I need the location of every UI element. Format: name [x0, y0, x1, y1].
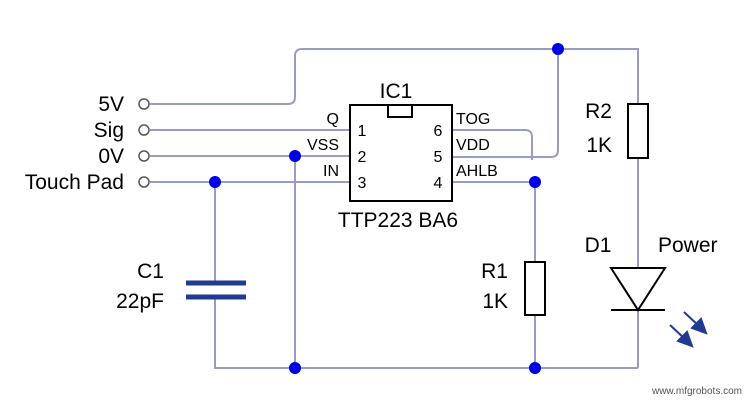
ic-pin-name-vss: VSS [307, 137, 339, 154]
junction-dot [529, 362, 541, 374]
wire-vdd-pin [452, 49, 559, 158]
ic-pin-name-tog: TOG [456, 111, 490, 128]
ic-part-label: TTP223 BA6 [338, 209, 458, 232]
led-ref-label: D1 [585, 234, 612, 257]
ic-notch [387, 104, 413, 118]
wire-cap-bottom [214, 297, 638, 369]
wire-ahlb [452, 181, 536, 262]
capacitor-c1: C1 22pF [116, 260, 246, 313]
wire-vdd-rail [558, 48, 639, 104]
terminal-touch-pad [138, 176, 150, 188]
ic-pin-number-6: 6 [434, 123, 443, 140]
ic-pin-name-q: Q [327, 111, 339, 128]
ic1: IC1 TTP223 BA6 Q VSS IN 1 2 3 TOG VDD AH… [307, 80, 498, 232]
terminal-label-sig: Sig [94, 119, 124, 142]
ic-pin-number-3: 3 [358, 175, 367, 192]
resistor-r1: R1 1K [481, 260, 546, 316]
ic-ref-label: IC1 [380, 80, 413, 103]
ic-pin-number-4: 4 [434, 175, 443, 192]
ic-pin-name-in: IN [323, 163, 339, 180]
ic-pin-number-2: 2 [358, 149, 367, 166]
terminal-sig [138, 124, 150, 136]
wire-5v [150, 48, 558, 105]
wires [150, 48, 639, 369]
terminal-label-5v: 5V [98, 93, 124, 116]
led-d1: D1 Power [585, 234, 718, 348]
terminal-5v [138, 98, 150, 110]
terminal-0v [138, 150, 150, 162]
watermark-text: www.mfgrobots.com [651, 386, 742, 397]
terminal-label-touch-pad: Touch Pad [25, 171, 124, 194]
junction-dot [209, 176, 221, 188]
ic-pin-number-5: 5 [434, 149, 443, 166]
capacitor-value-label: 22pF [116, 290, 164, 313]
junctions [209, 43, 564, 374]
capacitor-ref-label: C1 [137, 260, 164, 283]
ic-body [349, 104, 453, 202]
junction-dot [529, 176, 541, 188]
resistor-r1-ref-label: R1 [481, 260, 508, 283]
resistor-r2: R2 1K [585, 100, 649, 159]
ic-pin-name-ahlb: AHLB [456, 163, 498, 180]
resistor-r2-body [627, 103, 649, 159]
resistor-r1-body [524, 261, 546, 316]
resistor-r2-ref-label: R2 [585, 100, 612, 123]
ic-pin-name-vdd: VDD [456, 137, 490, 154]
led-emission-arrowhead-1-icon [690, 317, 708, 335]
input-terminals: 5V Sig 0V Touch Pad [25, 93, 150, 194]
resistor-r1-value-label: 1K [482, 290, 508, 313]
wire-tog [452, 129, 533, 160]
resistor-r2-value-label: 1K [586, 134, 612, 157]
junction-dot [289, 362, 301, 374]
ic-pin-number-1: 1 [358, 123, 367, 140]
junction-dot [289, 150, 301, 162]
led-function-label: Power [658, 234, 718, 257]
led-triangle-icon [609, 267, 667, 312]
terminal-label-0v: 0V [98, 145, 124, 168]
led-emission-arrowhead-2-icon [676, 330, 694, 348]
junction-dot [552, 43, 564, 55]
